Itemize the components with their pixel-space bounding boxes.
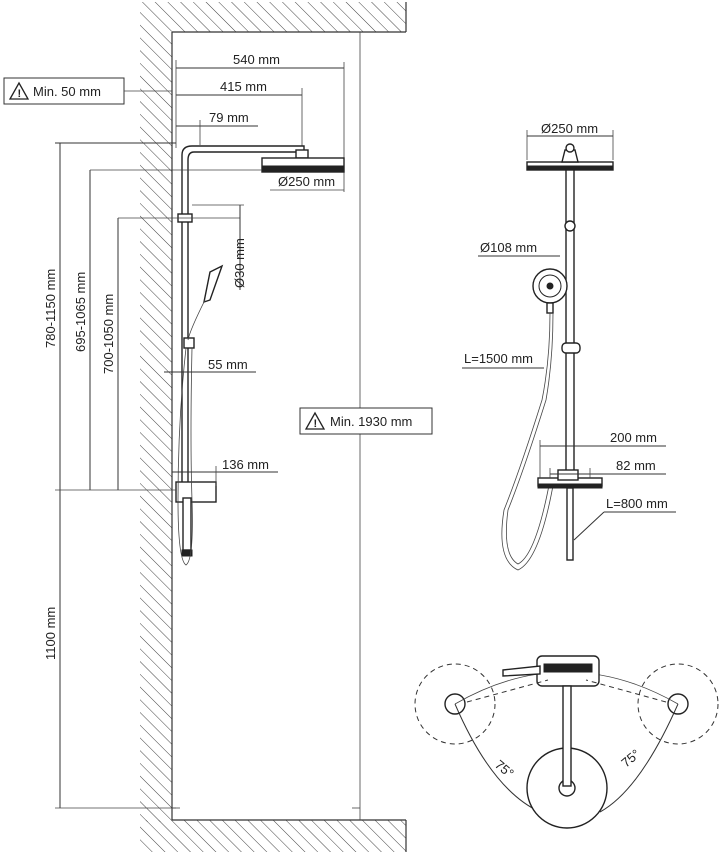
angle-left-label: 75° [492,757,517,781]
warning-min-50: ! Min. 50 mm [3,77,172,105]
dim-780-1150-label: 780-1150 mm [43,269,58,348]
side-view: 540 mm 415 mm 79 mm ! Min. 50 mm Ø250 mm [3,2,433,852]
svg-text:Min. 1930 mm: Min. 1930 mm [330,414,412,429]
svg-text:!: ! [18,88,22,100]
front-dim-pipe-label: L=800 mm [606,496,668,511]
dim-head-dia-label: Ø250 mm [278,174,335,189]
dim-415-label: 415 mm [220,79,267,94]
handshower [177,264,224,566]
svg-text:Min. 50 mm: Min. 50 mm [33,84,101,99]
dim-1100-label: 1100 mm [43,607,58,660]
front-dim-200-label: 200 mm [610,430,657,445]
svg-text:!: ! [314,418,318,430]
warning-min-1930: ! Min. 1930 mm [299,407,433,435]
wall-hatch [140,32,172,822]
top-view: 75° 75° [414,655,719,829]
dim-695-1065-label: 695-1065 mm [73,272,88,352]
warning-triangle-icon [8,81,30,100]
dim-55-label: 55 mm [208,357,248,372]
front-dim-hose-label: L=1500 mm [464,351,533,366]
dim-79-label: 79 mm [209,110,249,125]
ceiling-hatch [140,2,406,32]
dim-700-1050-label: 700-1050 mm [101,294,116,374]
dim-30-label: Ø30 mm [232,238,247,288]
front-view: Ø250 mm Ø108 mm L=1500 mm 200 mm 82 mm L… [462,121,676,571]
floor-hatch [140,820,406,852]
front-dim-82-label: 82 mm [616,458,656,473]
shower-riser [175,145,345,557]
front-dim-head-label: Ø250 mm [541,121,598,136]
angle-right-label: 75° [618,746,643,770]
warning-triangle-icon-2 [304,411,326,430]
front-dim-hand-label: Ø108 mm [480,240,537,255]
dim-540-label: 540 mm [233,52,280,67]
dim-136-label: 136 mm [222,457,269,472]
